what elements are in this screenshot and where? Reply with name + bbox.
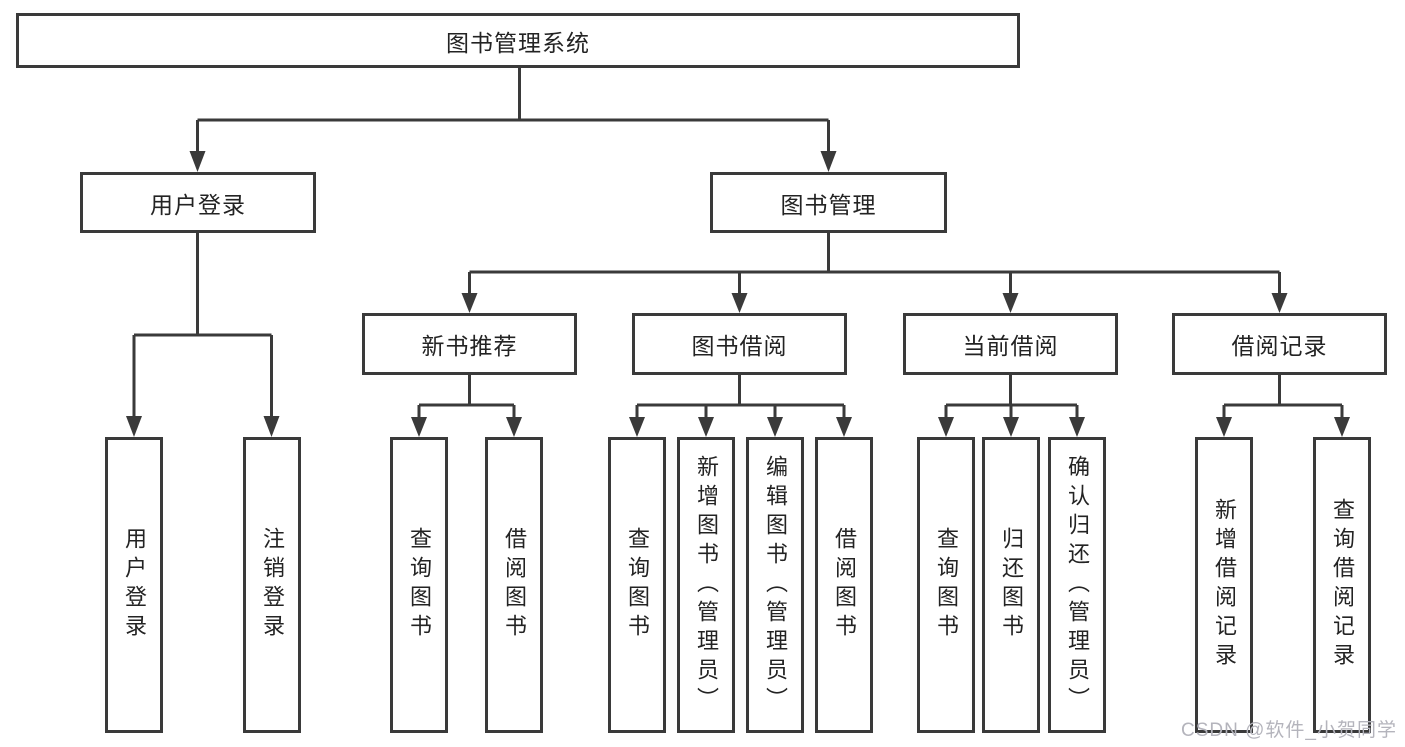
leaf-current-confirm-return-admin: 确认归还（管理员） [1048, 437, 1106, 733]
leaf-borrowing-edit-books-admin: 编辑图书（管理员） [746, 437, 804, 733]
leaf-newbook-query-books: 查询图书 [390, 437, 448, 733]
node-root: 图书管理系统 [16, 13, 1020, 68]
node-book-management: 图书管理 [710, 172, 947, 233]
leaf-user-login: 用户登录 [105, 437, 163, 733]
leaf-current-return-books: 归还图书 [982, 437, 1040, 733]
leaf-borrowing-borrow-books: 借阅图书 [815, 437, 873, 733]
node-current-borrowing: 当前借阅 [903, 313, 1118, 375]
node-user-login: 用户登录 [80, 172, 316, 233]
node-borrowing-records: 借阅记录 [1172, 313, 1387, 375]
leaf-logout: 注销登录 [243, 437, 301, 733]
node-new-book-recommend: 新书推荐 [362, 313, 577, 375]
leaf-current-query-books: 查询图书 [917, 437, 975, 733]
leaf-records-add-record: 新增借阅记录 [1195, 437, 1253, 733]
leaf-newbook-borrow-books: 借阅图书 [485, 437, 543, 733]
leaf-records-query-record: 查询借阅记录 [1313, 437, 1371, 733]
csdn-watermark: CSDN @软件_小贺同学 [1181, 720, 1397, 741]
leaf-borrowing-query-books: 查询图书 [608, 437, 666, 733]
leaf-borrowing-add-books-admin: 新增图书（管理员） [677, 437, 735, 733]
node-book-borrowing: 图书借阅 [632, 313, 847, 375]
